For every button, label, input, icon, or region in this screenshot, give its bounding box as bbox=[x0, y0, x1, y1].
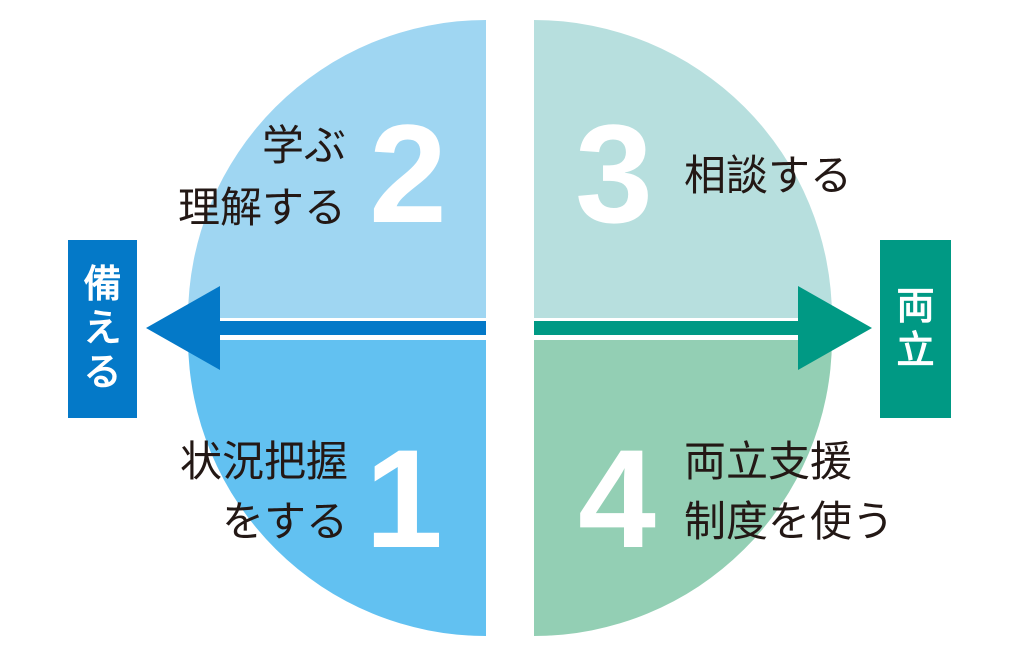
left-tag-char: 備 bbox=[83, 262, 122, 307]
quadrant-2-wedge bbox=[188, 20, 486, 318]
quadrant-2-label-line-1: 学ぶ bbox=[262, 121, 346, 170]
left-tag-char: え bbox=[83, 306, 122, 351]
quadrant-1-label-line-2: をする bbox=[222, 497, 348, 546]
quadrant-4-label-line-1: 両立支援 bbox=[684, 437, 852, 486]
right-tag-balance: 両 立 bbox=[880, 240, 951, 418]
quadrant-2-number: 2 bbox=[369, 95, 447, 252]
left-arrow-head bbox=[146, 286, 220, 370]
left-tag-prepare: 備 え る bbox=[68, 240, 137, 418]
left-tag-char: る bbox=[83, 349, 122, 394]
left-arrow-shaft bbox=[205, 321, 486, 335]
quadrant-4-label-line-2: 制度を使う bbox=[684, 497, 894, 546]
quadrant-4-wedge bbox=[534, 340, 832, 636]
quadrant-2-label-line-2: 理解する bbox=[178, 183, 346, 232]
right-arrow-head bbox=[798, 286, 872, 370]
right-tag-char: 立 bbox=[896, 328, 935, 372]
quadrant-4-number: 4 bbox=[578, 420, 656, 577]
quadrant-1-label-line-1: 状況把握 bbox=[180, 437, 348, 486]
quadrant-3-label-line-1: 相談する bbox=[684, 151, 852, 200]
quadrant-3-number: 3 bbox=[575, 95, 653, 252]
quadrant-1-number: 1 bbox=[365, 420, 443, 577]
quadrant-1-wedge bbox=[188, 340, 486, 637]
quadrant-3-wedge bbox=[534, 20, 832, 318]
right-arrow-shaft bbox=[534, 321, 816, 335]
right-tag-char: 両 bbox=[896, 284, 935, 329]
